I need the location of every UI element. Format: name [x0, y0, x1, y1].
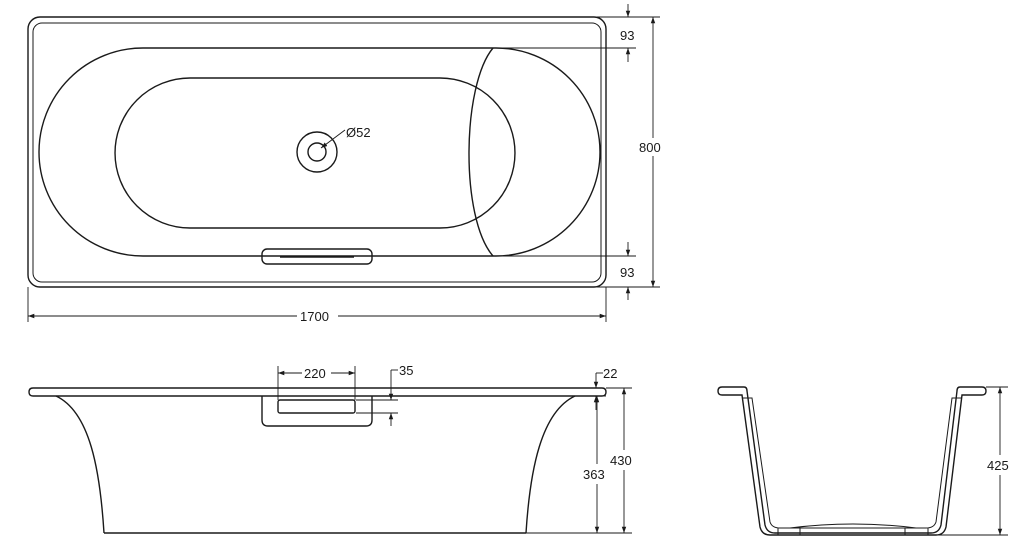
end-height-dimension: 425 [936, 386, 1009, 536]
dim-inner-depth: 363 [583, 467, 605, 482]
side-rim [28, 387, 607, 397]
side-body-left [55, 395, 105, 534]
handle-outline [261, 248, 373, 265]
height-dimension: 430 [606, 387, 632, 533]
dim-drain-diameter: Ø52 [346, 125, 371, 140]
side-handle-slot [277, 399, 356, 414]
dim-rim-thickness: 22 [603, 366, 617, 381]
dim-handle-width: 220 [304, 366, 326, 381]
dim-handle-depth: 35 [399, 363, 413, 378]
drain-dimension: Ø52 [320, 125, 371, 149]
length-dimension: 1700 [27, 287, 607, 324]
end-elevation [717, 386, 987, 536]
end-outer-shell [717, 386, 987, 536]
backrest-outline [468, 47, 494, 257]
basin-outer-outline [38, 47, 601, 257]
side-elevation [28, 387, 607, 534]
dim-rim-top: 93 [620, 28, 634, 43]
tub-outer-rim [27, 16, 607, 288]
basin-floor-outline [114, 77, 516, 229]
plan-view [27, 16, 607, 288]
width-dimension: 800 [606, 16, 661, 288]
tub-inner-rim [32, 22, 602, 283]
drain-outer-circle [296, 131, 338, 173]
side-body-right [525, 395, 576, 534]
handle-width-dimension: 220 [277, 366, 356, 400]
rim-bottom-dimension: 93 [372, 242, 636, 300]
dim-overall-height: 430 [610, 453, 632, 468]
drain-inner-circle [307, 142, 327, 162]
end-floor-supports [777, 523, 929, 535]
dim-rim-bottom: 93 [620, 265, 634, 280]
rim-top-dimension: 93 [496, 4, 636, 62]
side-handle-outline [261, 396, 373, 427]
dim-end-height: 425 [987, 458, 1009, 473]
dim-overall-width: 800 [639, 140, 661, 155]
dim-overall-length: 1700 [300, 309, 329, 324]
handle-depth-dimension: 35 [356, 363, 413, 426]
end-inner-wall [742, 397, 962, 529]
inner-depth-dimension: 363 [526, 395, 632, 534]
